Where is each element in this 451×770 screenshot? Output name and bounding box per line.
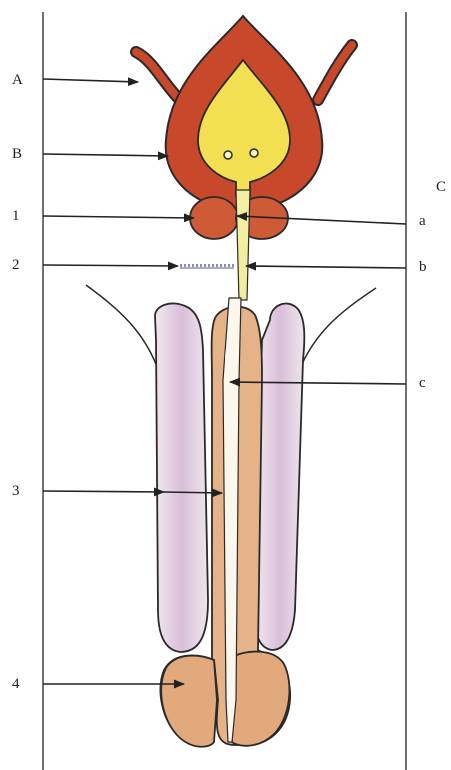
bulbar-dilation [225, 340, 237, 380]
arrow-A [43, 79, 138, 82]
prostate-left-lobe [190, 197, 238, 239]
left-cavernous-body [155, 303, 208, 652]
arrow-B [43, 154, 168, 156]
glans-right [230, 652, 289, 746]
arrow-3b [164, 492, 222, 493]
urethral-sphincter [180, 266, 234, 268]
label-4: 4 [12, 677, 20, 692]
label-c: c [419, 376, 426, 391]
prostatic-urethra [236, 190, 250, 300]
label-2: 2 [12, 258, 20, 273]
label-3: 3 [12, 484, 20, 499]
label-1: 1 [12, 209, 20, 224]
right-outline-curve [295, 288, 376, 382]
label-B: B [12, 147, 22, 162]
glans-left [161, 656, 217, 747]
label-a: a [419, 214, 426, 229]
ureteric-orifice-left [224, 151, 232, 159]
label-A: A [12, 73, 23, 88]
arrow-b [246, 266, 406, 268]
arrow-1 [43, 216, 194, 218]
arrow-2 [43, 265, 178, 266]
label-C: C [436, 180, 446, 195]
arrow-3a [43, 491, 164, 492]
left-outline-curve [86, 285, 163, 385]
label-b: b [419, 260, 427, 275]
ureteric-orifice-right [250, 149, 258, 157]
